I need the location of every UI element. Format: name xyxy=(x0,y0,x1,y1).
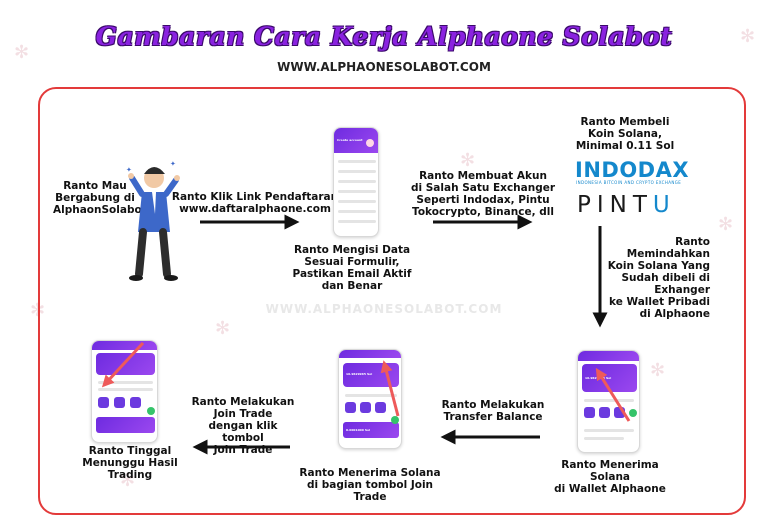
snowflake-icon: ✻ xyxy=(650,360,666,381)
menu-tile xyxy=(130,397,141,408)
wallet-amount: 10.9629965 Sol xyxy=(346,372,373,376)
list-line xyxy=(584,429,634,432)
snowflake-icon: ✻ xyxy=(215,318,231,339)
indodax-logo: INDODAX xyxy=(575,158,690,182)
pintu-logo-accent: U xyxy=(652,192,676,218)
card-line xyxy=(584,399,634,402)
form-field xyxy=(338,170,376,173)
join-amount: 0.0001000 Sol xyxy=(346,428,371,432)
menu-tile xyxy=(345,402,356,413)
snowflake-icon: ✻ xyxy=(460,150,476,171)
phone-header xyxy=(578,351,639,361)
menu-tile xyxy=(360,402,371,413)
diagram-frame xyxy=(38,87,746,515)
step-receive-join-trade-label: Ranto Menerima Solana di bagian tombol J… xyxy=(299,467,441,503)
step-buy-solana-label: Ranto Membeli Koin Solana, Minimal 0.11 … xyxy=(575,116,675,152)
businessman-illustration: ✦ ✦ xyxy=(126,160,180,281)
watermark: WWW.ALPHAONESOLABOT.COM xyxy=(265,302,503,316)
menu-tile xyxy=(584,407,595,418)
form-field xyxy=(338,180,376,183)
menu-tile xyxy=(375,402,386,413)
pointer-arrow xyxy=(595,367,631,422)
step-wait-result-label: Ranto Tinggal Menunggu Hasil Trading xyxy=(82,445,178,481)
step-fill-form-label: Ranto Mengisi Data Sesuai Formulir, Past… xyxy=(292,244,412,292)
status-badge xyxy=(147,407,155,415)
menu-tile xyxy=(614,407,625,418)
snowflake-icon: ✻ xyxy=(718,214,734,235)
menu-tile xyxy=(114,397,125,408)
status-badge xyxy=(391,416,399,424)
status-badge xyxy=(629,409,637,417)
snowflake-icon: ✻ xyxy=(120,470,136,491)
card-line xyxy=(345,394,397,397)
pointer-arrow xyxy=(380,360,400,417)
join-trade-button[interactable] xyxy=(343,422,399,438)
form-field xyxy=(338,200,376,203)
form-title: Create account xyxy=(337,138,363,142)
card-line xyxy=(98,381,153,384)
phone-join-trade: 10.9629965 Sol 0.0001000 Sol xyxy=(338,349,402,449)
avatar xyxy=(366,139,374,147)
step-transfer-balance-label: Ranto Melakukan Transfer Balance xyxy=(441,399,545,423)
menu-tile xyxy=(98,397,109,408)
step-create-account-label: Ranto Membuat Akun di Salah Satu Exchang… xyxy=(410,170,556,218)
page-title: Gambaran Cara Kerja Alphaone Solabot xyxy=(95,22,673,51)
svg-text:✦: ✦ xyxy=(126,166,132,174)
snowflake-icon: ✻ xyxy=(30,300,46,321)
svg-text:✦: ✦ xyxy=(170,160,176,168)
pintu-logo: PINTU xyxy=(577,192,676,218)
pintu-logo-main: PINT xyxy=(577,192,653,218)
pointer-arrow xyxy=(101,341,145,388)
indodax-tagline: INDONESIA BITCOIN AND CRYPTO EXCHANGE xyxy=(576,180,682,185)
website-url: WWW.ALPHAONESOLABOT.COM xyxy=(277,60,491,74)
step-click-link-label: Ranto Klik Link Pendaftaran www.daftaral… xyxy=(171,191,339,215)
phone-registration-form: Create account xyxy=(333,127,379,237)
phone-waiting-result xyxy=(91,340,158,443)
phone-wallet: 10.9629965 Sol xyxy=(577,350,640,453)
list-line xyxy=(584,437,624,440)
phone-header xyxy=(92,341,157,350)
step-receive-wallet-label: Ranto Menerima Solana di Wallet Alphaone xyxy=(554,459,666,495)
form-field xyxy=(338,210,376,213)
form-field xyxy=(338,220,376,223)
snowflake-icon: ✻ xyxy=(740,26,756,47)
form-field xyxy=(338,190,376,193)
form-field xyxy=(338,160,376,163)
snowflake-icon: ✻ xyxy=(14,42,30,63)
join-trade-button[interactable] xyxy=(96,417,155,433)
menu-tile xyxy=(599,407,610,418)
step-join-label: Ranto Mau Bergabung di AlphaonSolabot xyxy=(53,180,147,216)
step-move-solana-label: Ranto Memindahkan Koin Solana Yang Sudah… xyxy=(607,236,710,320)
phone-header xyxy=(339,350,401,358)
card-line xyxy=(98,388,153,391)
